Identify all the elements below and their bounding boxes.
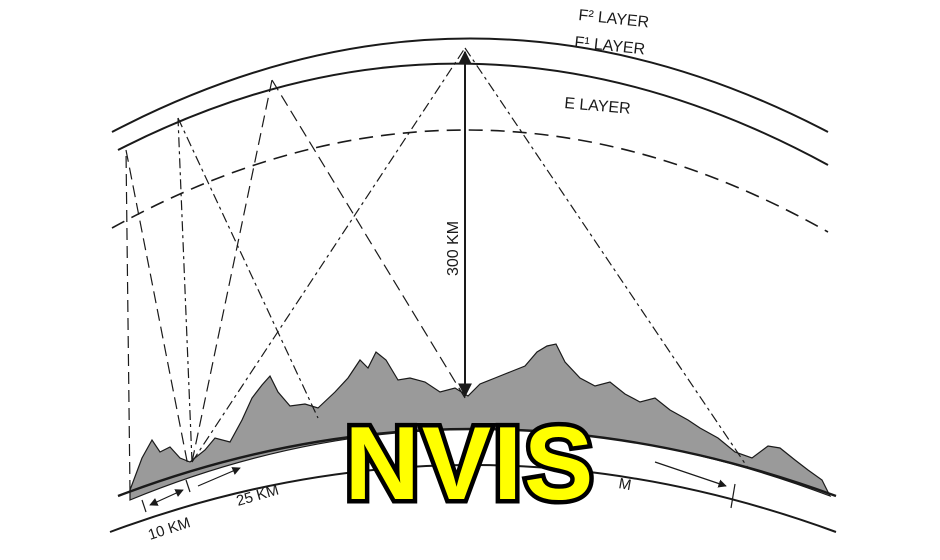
e-layer-arc	[111, 129, 829, 233]
f1-layer-label: F¹ LAYER	[574, 34, 646, 58]
e-layer-label: E LAYER	[564, 95, 632, 118]
distance-markers	[141, 461, 736, 513]
distance-partial-label: M	[617, 475, 632, 494]
f2-layer-arc	[111, 37, 829, 133]
f1-layer-arc	[117, 62, 829, 166]
altitude-label: 300 KM	[445, 221, 462, 276]
f2-layer-label: F² LAYER	[578, 7, 650, 31]
earth-surface-arc	[117, 427, 837, 498]
distance-10km-label: 10 KM	[146, 514, 192, 544]
earth-lower-arc	[109, 464, 837, 533]
title-banner: NVIS	[340, 406, 598, 522]
ray-paths	[125, 47, 749, 493]
